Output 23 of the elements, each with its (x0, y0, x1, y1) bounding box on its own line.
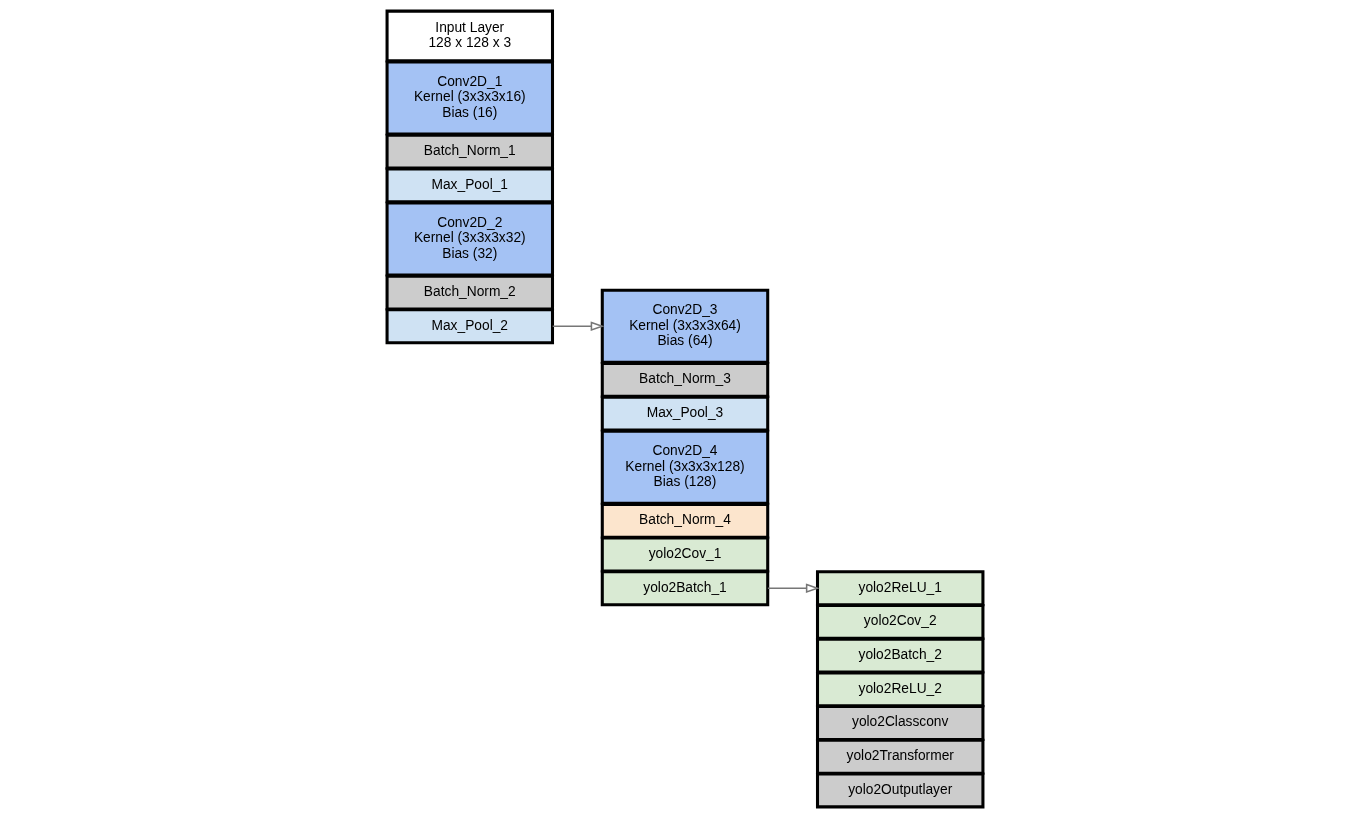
node-box: Conv2D_2 Kernel (3x3x3x32) Bias (32) (385, 201, 554, 277)
node-box: Max_Pool_2 (385, 308, 554, 345)
node-box: Max_Pool_3 (600, 395, 769, 432)
node-box: yolo2Batch_2 (815, 637, 984, 674)
arrow (766, 583, 820, 594)
node-box: Conv2D_4 Kernel (3x3x3x128) Bias (128) (600, 429, 769, 505)
node-box: yolo2Cov_1 (600, 536, 769, 573)
node-box: yolo2Classconv (815, 705, 984, 741)
node-box: Batch_Norm_2 (385, 274, 554, 311)
node-box: Batch_Norm_1 (385, 133, 554, 170)
node-box: Batch_Norm_3 (600, 361, 769, 398)
node-box: Input Layer 128 x 128 x 3 (385, 9, 554, 63)
node-box: yolo2ReLU_1 (815, 570, 984, 607)
node-box: yolo2ReLU_2 (815, 671, 984, 708)
node-box: Batch_Norm_4 (600, 502, 769, 539)
node-box: Conv2D_3 Kernel (3x3x3x64) Bias (64) (600, 288, 769, 364)
node-box: yolo2Outputlayer (815, 772, 984, 809)
node-box: yolo2Batch_1 (600, 570, 769, 607)
node-box: yolo2Transformer (815, 738, 984, 775)
node-box: Conv2D_1 Kernel (3x3x3x16) Bias (16) (385, 60, 554, 136)
node-box: yolo2Cov_2 (815, 603, 984, 640)
node-box: Max_Pool_1 (385, 167, 554, 204)
arrow (551, 321, 604, 332)
